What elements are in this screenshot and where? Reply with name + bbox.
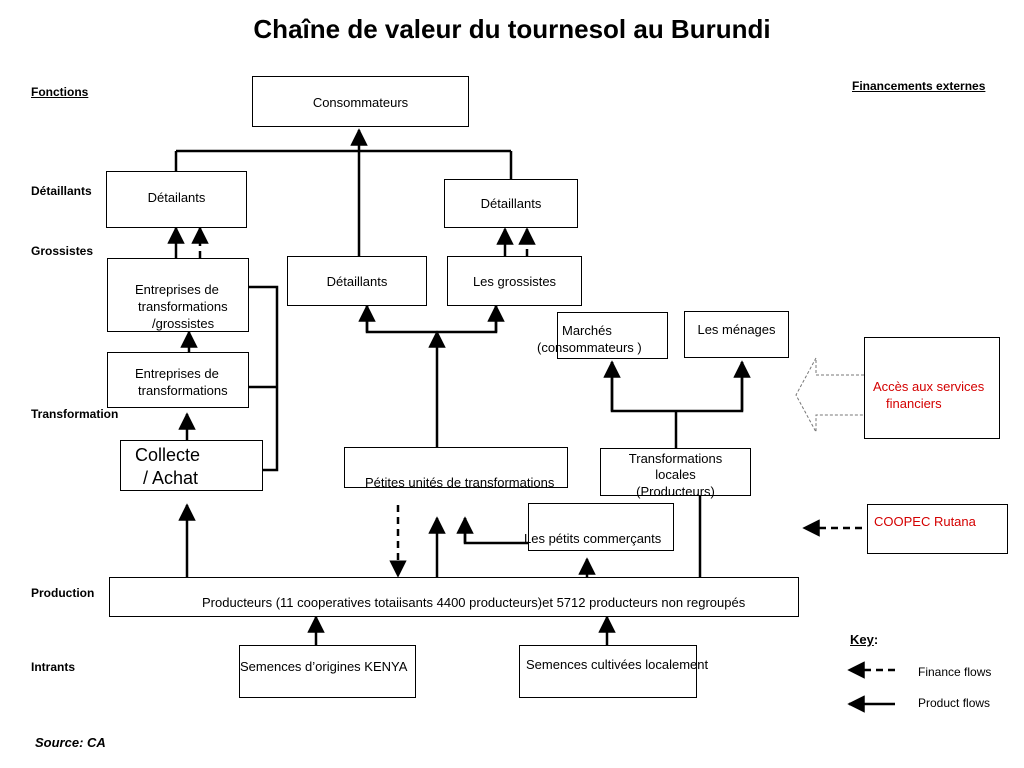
function-retailers: Détaillants: [31, 184, 92, 198]
financial-services-line1: Accès aux services: [873, 379, 985, 394]
households-label: Les ménages: [697, 322, 776, 337]
financial-services-line2: financiers: [886, 396, 942, 411]
function-transformation: Transformation: [31, 407, 119, 421]
external-financing-header: Financements externes: [852, 79, 986, 93]
households-box: Les ménages: [684, 311, 789, 358]
processing-wholesalers-line2: transformations: [138, 299, 228, 314]
small-traders-label: Les pétits commerçants: [524, 531, 662, 546]
diagram-title: Chaîne de valeur du tournesol au Burundi: [253, 14, 771, 44]
function-inputs: Intrants: [31, 660, 76, 674]
retailers-right-box: Détaillants: [444, 179, 578, 228]
key-finance-flows: Finance flows: [918, 665, 992, 679]
collection-line2: / Achat: [143, 468, 199, 488]
retailers-right-label: Détaillants: [480, 196, 542, 211]
functions-header: Fonctions: [31, 85, 89, 99]
seeds-local-box: Semences cultivées localement: [519, 645, 708, 698]
collection-box: Collecte / Achat: [120, 440, 263, 491]
coopec-label: COOPEC Rutana: [874, 514, 976, 529]
processing-wholesalers-line1: Entreprises de: [135, 282, 219, 297]
coopec-box: COOPEC Rutana: [867, 504, 1008, 554]
key-product-flows: Product flows: [918, 696, 991, 710]
seeds-kenya-box: Semences d’origines KENYA: [239, 645, 416, 698]
local-transformations-box: Transformations locales (Producteurs): [600, 448, 751, 499]
markets-box: Marchés (consommateurs ): [537, 312, 668, 359]
seeds-kenya-label: Semences d’origines KENYA: [240, 659, 408, 674]
retailers-left-label: Détailants: [147, 190, 206, 205]
processing-line1: Entreprises de: [135, 366, 219, 381]
markets-line2: (consommateurs ): [537, 340, 642, 355]
processing-wholesalers-box: Entreprises de transformations /grossist…: [107, 258, 249, 332]
source-note: Source: CA: [35, 735, 106, 750]
retailers-mid-label: Détaillants: [326, 274, 388, 289]
wholesalers-mid-label: Les grossistes: [472, 274, 557, 289]
processing-box: Entreprises de transformations: [107, 352, 249, 408]
retailers-left-box: Détailants: [106, 171, 247, 228]
processing-wholesalers-line3: /grossistes: [152, 316, 215, 331]
retailers-mid-box: Détaillants: [287, 256, 427, 306]
small-units-label: Pétites unités de transformations: [365, 475, 555, 490]
producers-label: Producteurs (11 cooperatives totaiisants…: [202, 595, 746, 610]
seeds-local-label: Semences cultivées localement: [526, 657, 709, 672]
consumers-label: Consommateurs: [312, 95, 409, 110]
function-wholesalers: Grossistes: [31, 244, 94, 258]
markets-line1: Marchés: [562, 323, 612, 338]
consumers-box: Consommateurs: [252, 76, 469, 127]
local-transformations-line2: locales: [655, 467, 696, 482]
financial-services-box: Accès aux services financiers: [864, 337, 1000, 439]
local-transformations-line1: Transformations: [628, 451, 723, 466]
key-title-text: Key: [850, 632, 874, 647]
key-title: Key:: [850, 632, 879, 647]
function-production: Production: [31, 586, 95, 600]
collection-line1: Collecte: [135, 445, 201, 465]
small-units-box: Pétites unités de transformations: [344, 447, 568, 490]
processing-line2: transformations: [138, 383, 228, 398]
wholesalers-mid-box: Les grossistes: [447, 256, 582, 306]
local-transformations-line3: (Producteurs): [636, 484, 715, 499]
small-traders-box: Les pétits commerçants: [524, 503, 674, 551]
producers-box: Producteurs (11 cooperatives totaiisants…: [109, 577, 799, 617]
